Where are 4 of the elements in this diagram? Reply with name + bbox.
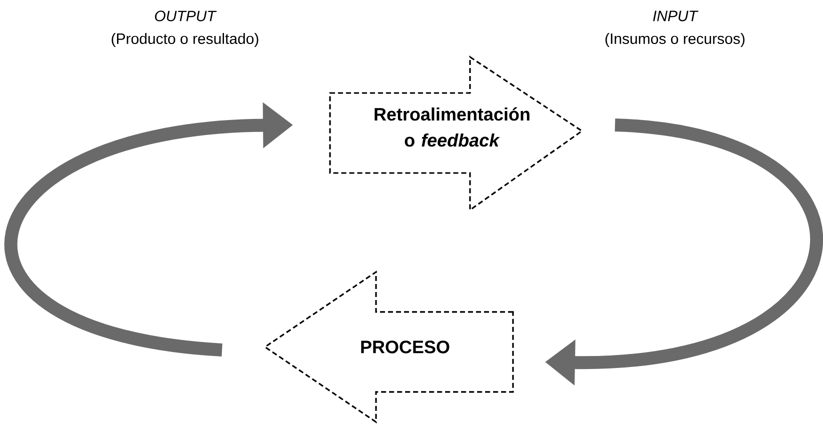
heading-label: OUTPUT [155,10,217,22]
heading-label: INPUT [653,10,698,22]
caption-label: (Insumos o recursos) [605,33,744,47]
caption-label: (Producto o resultado) [112,33,258,47]
